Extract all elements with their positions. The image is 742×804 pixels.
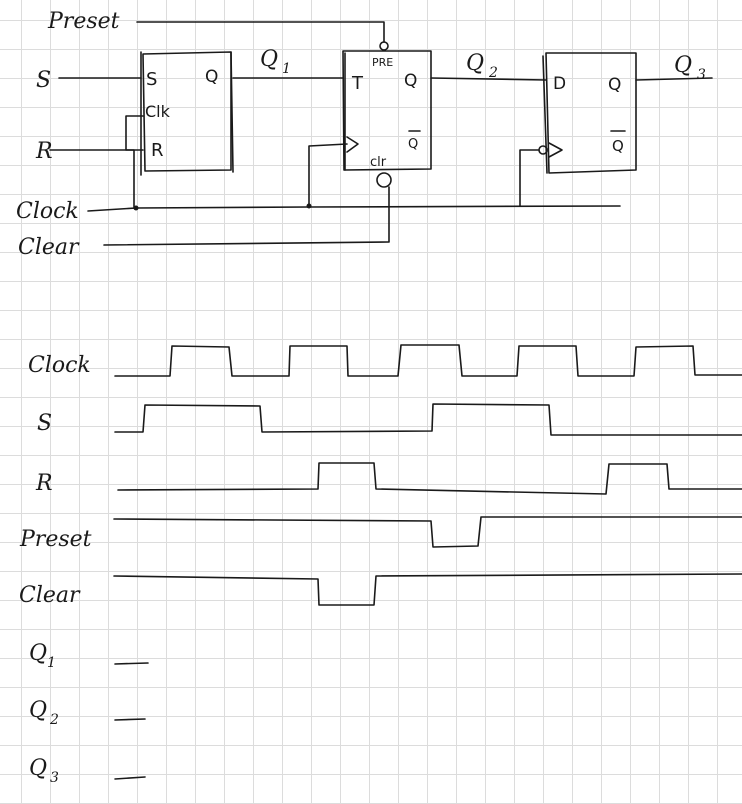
ff2-clr-pin: clr bbox=[370, 155, 387, 170]
ff1-q-pin: Q bbox=[205, 67, 218, 87]
ff1-right-shadow bbox=[230, 51, 234, 173]
timing-label-q1: Q bbox=[29, 641, 47, 666]
output-label-q2: Q bbox=[466, 51, 484, 76]
timing-label-q3: Q bbox=[29, 756, 47, 781]
ff3-q-pin: Q bbox=[608, 75, 621, 95]
ff1-r-pin: R bbox=[151, 140, 164, 161]
ff3-d-pin: D bbox=[553, 74, 566, 94]
timing-label-q2-sub: 2 bbox=[49, 712, 59, 728]
timing-label-q1-sub: 1 bbox=[47, 655, 56, 671]
input-label-s: S bbox=[36, 68, 51, 93]
waveform-r bbox=[117, 462, 742, 495]
circuit-diagram: Preset S R Clock Clear S Q Clk R PRE T Q… bbox=[16, 9, 713, 260]
waveform-clear bbox=[113, 573, 742, 606]
ff2-clear-bubble bbox=[376, 172, 392, 188]
ff2-q-pin: Q bbox=[404, 71, 417, 91]
waveform-clock bbox=[114, 344, 742, 377]
wire-q2 bbox=[430, 77, 547, 81]
waveform-q3-stub bbox=[114, 776, 146, 780]
ff2-pre-pin: PRE bbox=[372, 56, 393, 69]
ff2-clock-triangle bbox=[346, 136, 359, 153]
ff2-t-pin: T bbox=[351, 73, 364, 94]
wire-preset bbox=[136, 21, 385, 43]
wire-clock-bus bbox=[87, 205, 621, 212]
ff2-qbar-pin: Q bbox=[408, 137, 418, 152]
timing-label-clock: Clock bbox=[28, 353, 91, 378]
timing-label-q2: Q bbox=[29, 698, 47, 723]
ff3-clock-triangle bbox=[548, 142, 563, 158]
timing-label-q3-sub: 3 bbox=[50, 770, 59, 786]
wire-ff1-clk bbox=[125, 115, 144, 209]
ff3-left-shadow bbox=[542, 55, 548, 174]
ff3-qbar-pin: Q bbox=[612, 137, 624, 155]
timing-label-preset: Preset bbox=[19, 527, 92, 552]
waveform-q1-stub bbox=[114, 662, 149, 665]
input-label-clock: Clock bbox=[16, 199, 79, 224]
input-label-preset: Preset bbox=[47, 9, 120, 34]
ff3-box bbox=[545, 52, 637, 174]
output-label-q2-sub: 2 bbox=[488, 65, 498, 81]
wire-ff2-clock bbox=[308, 143, 348, 207]
output-label-q3: Q bbox=[674, 53, 692, 78]
timing-label-s: S bbox=[37, 411, 52, 436]
waveform-s bbox=[114, 403, 742, 436]
ff2-preset-bubble bbox=[379, 41, 389, 51]
ff2-box bbox=[342, 50, 432, 171]
input-label-clear: Clear bbox=[18, 235, 80, 260]
waveform-q2-stub bbox=[114, 718, 146, 721]
timing-label-r: R bbox=[35, 471, 53, 496]
ff1-clk-pin: Clk bbox=[145, 102, 171, 121]
clock-junction-1 bbox=[133, 205, 139, 211]
output-label-q1: Q bbox=[260, 47, 278, 72]
waveform-preset bbox=[113, 516, 742, 548]
output-label-q1-sub: 1 bbox=[282, 61, 291, 77]
input-label-r: R bbox=[35, 139, 53, 164]
timing-label-clear: Clear bbox=[19, 583, 81, 608]
wire-ff3-clock bbox=[519, 149, 540, 207]
output-label-q3-sub: 3 bbox=[697, 67, 706, 83]
timing-diagram: Clock S R Preset Clear Q 1 Q 2 Q 3 bbox=[19, 344, 742, 786]
wire-q3 bbox=[635, 77, 713, 81]
wire-clear bbox=[103, 186, 390, 246]
ff1-box bbox=[142, 51, 232, 172]
ff1-s-pin: S bbox=[146, 69, 157, 90]
